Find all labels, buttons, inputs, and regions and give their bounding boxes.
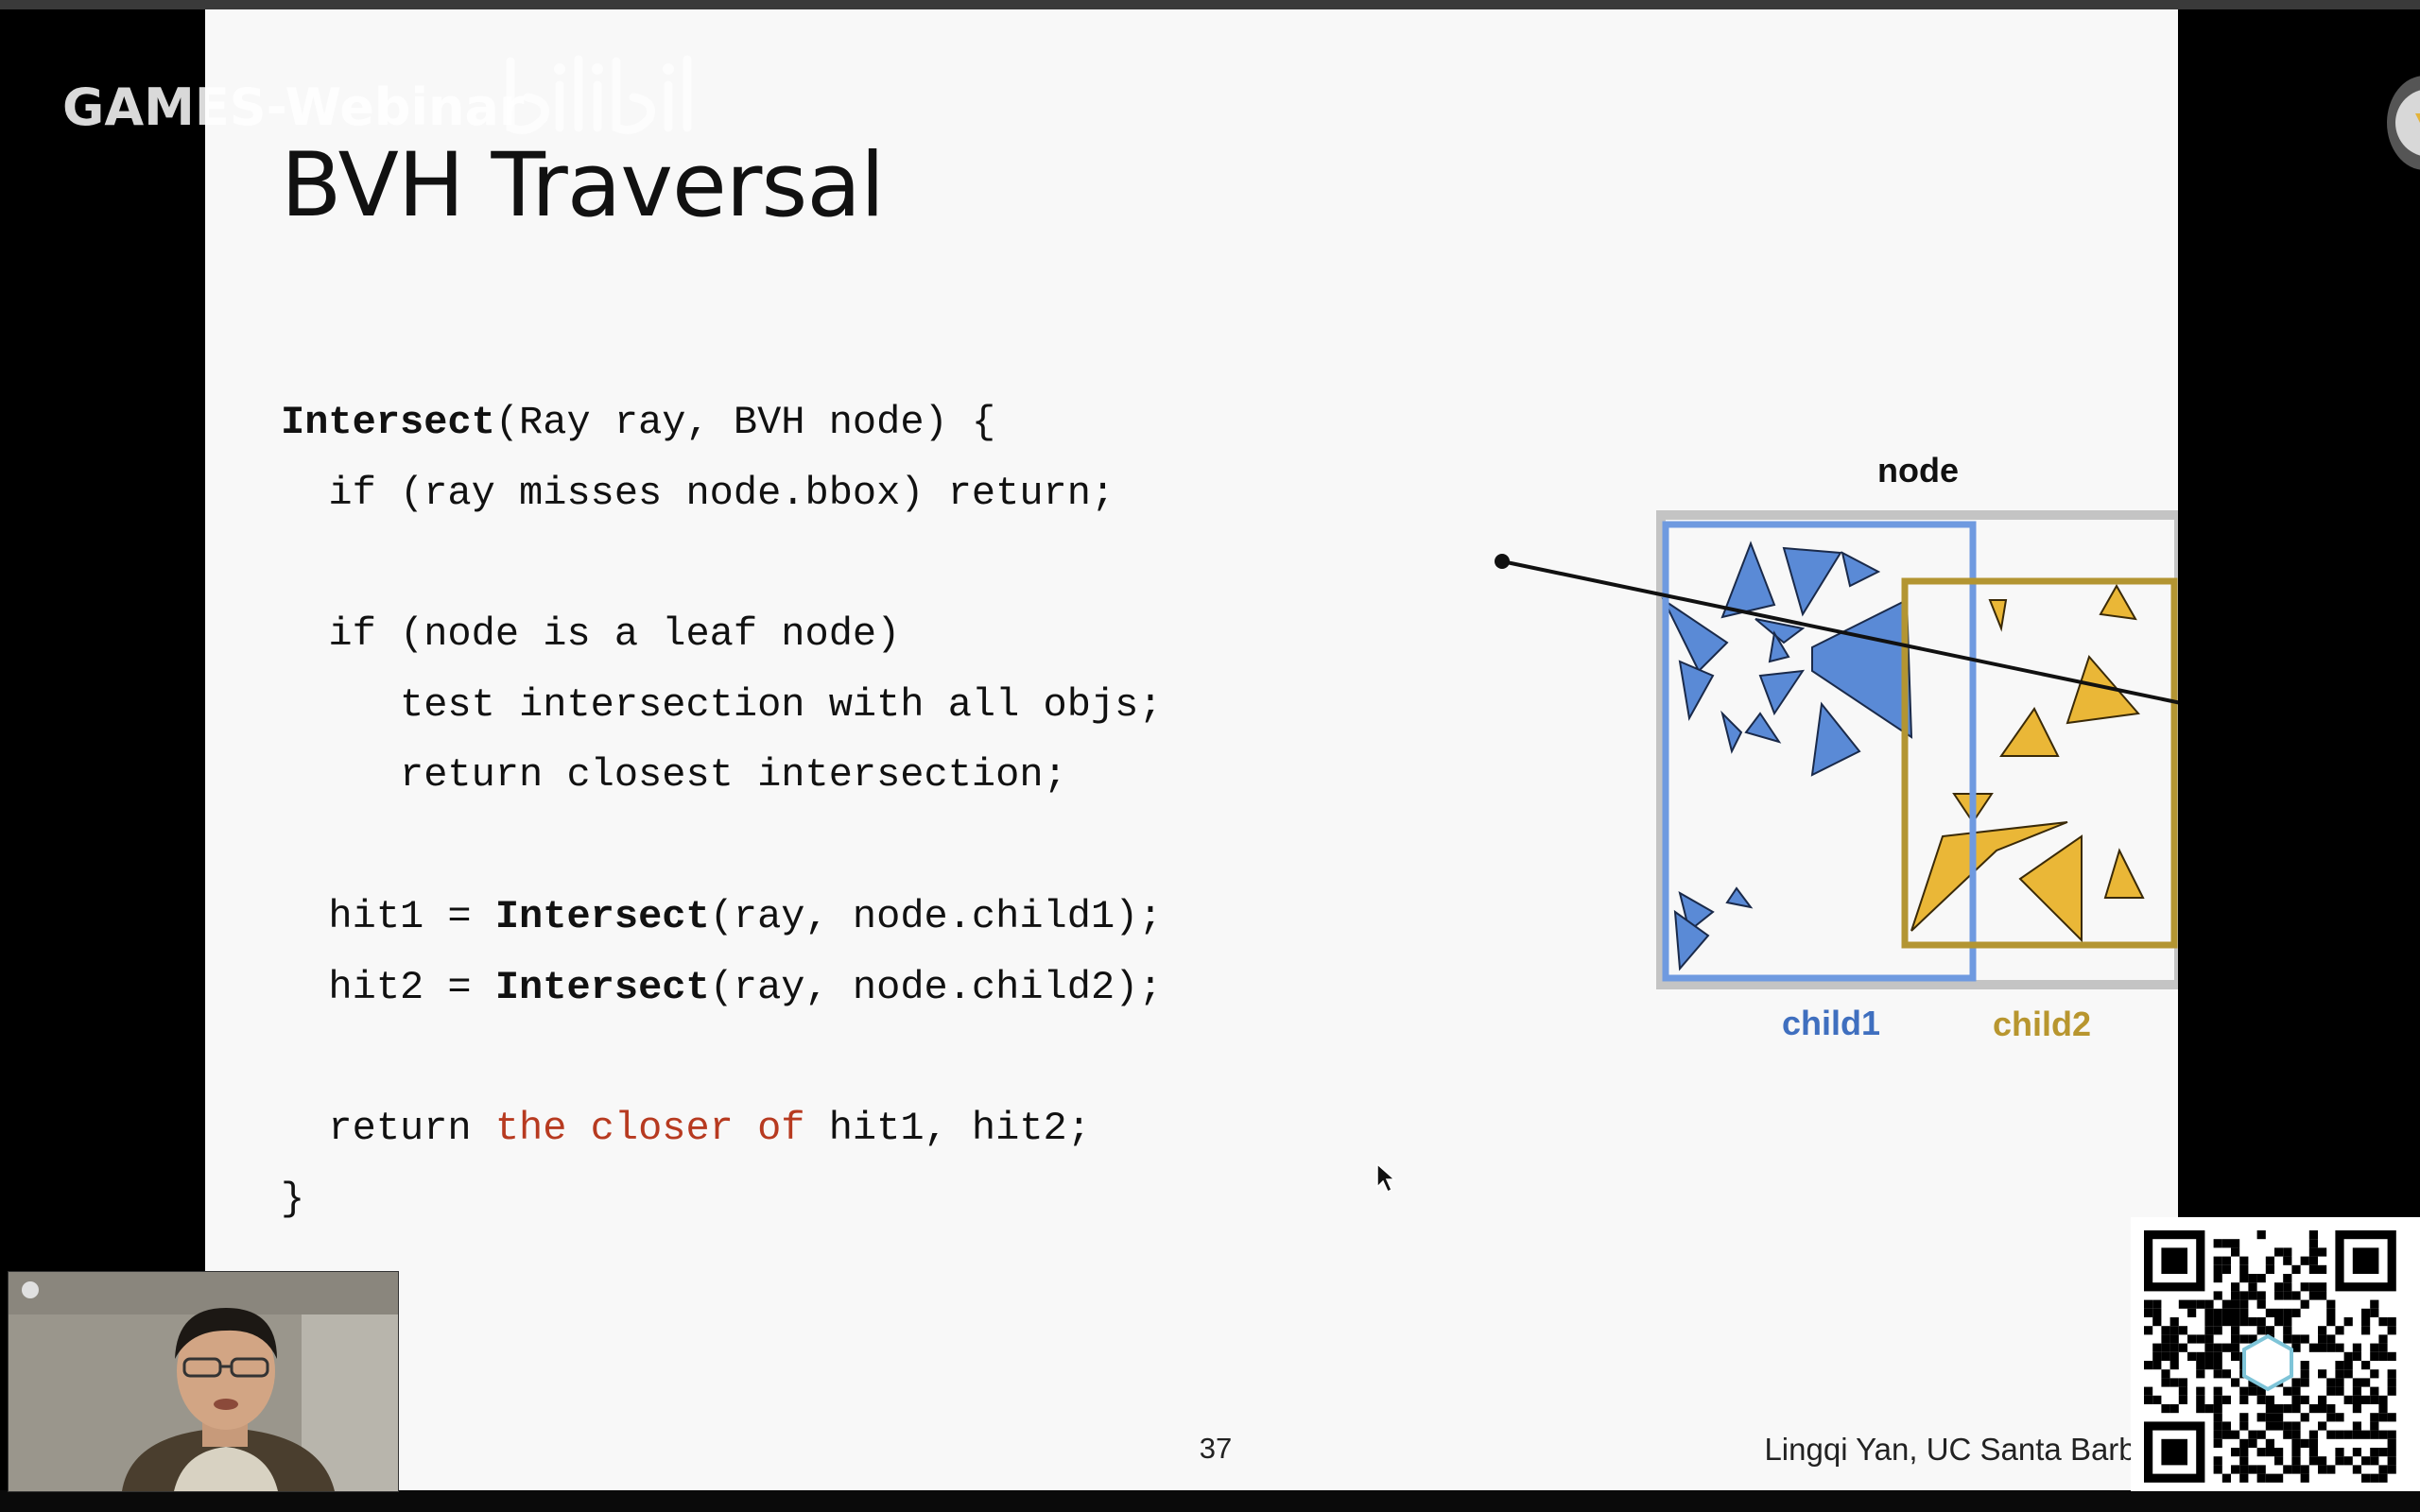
code-blank-line xyxy=(281,811,1163,882)
code-line: hit2 = Intersect(ray, node.child2); xyxy=(281,953,1163,1023)
code-text: hit1 = xyxy=(281,893,495,939)
node-bbox xyxy=(1656,510,2178,989)
author-footer: Lingqi Yan, UC Santa Barbar xyxy=(1764,1432,2164,1467)
code-block: Intersect(Ray ray, BVH node) { if (ray m… xyxy=(281,387,1163,1234)
code-highlight: the closer of xyxy=(494,1105,805,1151)
code-text: return xyxy=(281,1105,495,1151)
code-keyword: Intersect xyxy=(494,964,710,1010)
webcam-status-dot xyxy=(22,1281,39,1298)
child1-bbox xyxy=(1662,521,1977,982)
games-webinar-watermark: GAMES-Webinar xyxy=(62,77,525,137)
code-text: hit2 = xyxy=(281,964,495,1010)
qr-code-icon xyxy=(2144,1230,2396,1483)
page-number: 37 xyxy=(1199,1432,1233,1465)
code-line: return the closer of hit1, hit2; xyxy=(281,1093,1163,1164)
code-text: hit1, hit2; xyxy=(804,1105,1091,1151)
code-line: return closest intersection; xyxy=(281,752,1067,799)
code-text: (ray, node.child1); xyxy=(709,893,1163,939)
slide-title: BVH Traversal xyxy=(281,134,885,237)
top-edge-bar xyxy=(0,0,2420,9)
code-line: hit1 = Intersect(ray, node.child1); xyxy=(281,882,1163,953)
code-keyword: Intersect xyxy=(494,893,710,939)
code-line: Intersect(Ray ray, BVH node) { xyxy=(281,387,1163,458)
child1-label: child1 xyxy=(1782,1004,1880,1042)
bottom-edge-bar xyxy=(0,1490,2420,1512)
ray xyxy=(1495,554,2178,705)
qr-code xyxy=(2131,1217,2420,1491)
node-label: node xyxy=(1877,451,1959,490)
child2-label: child2 xyxy=(1993,1005,2091,1043)
presenter-video-icon xyxy=(9,1272,398,1491)
child2-triangles xyxy=(1910,583,2145,943)
code-line: } xyxy=(281,1176,305,1222)
code-blank-line xyxy=(281,1022,1163,1093)
code-keyword: Intersect xyxy=(281,400,495,445)
side-avatar-icon xyxy=(2387,76,2420,170)
code-blank-line xyxy=(281,528,1163,599)
code-text: (Ray ray, BVH node) { xyxy=(494,400,996,445)
ray-origin xyxy=(1495,554,1510,569)
avatar-icon xyxy=(2395,90,2420,156)
bvh-diagram: node xyxy=(1495,451,2178,1043)
child1-triangles xyxy=(1661,541,1913,971)
child2-bbox xyxy=(1901,577,2178,949)
mouse-cursor-icon xyxy=(1376,1162,1396,1194)
code-line: if (ray misses node.bbox) return; xyxy=(281,470,1115,516)
code-line: if (node is a leaf node) xyxy=(281,611,901,658)
code-text: (ray, node.child2); xyxy=(709,964,1163,1010)
bilibili-logo-icon xyxy=(506,55,692,134)
slide: BVH Traversal Intersect(Ray ray, BVH nod… xyxy=(205,9,2178,1490)
presenter-webcam xyxy=(8,1271,399,1492)
code-line: test intersection with all objs; xyxy=(281,681,1163,728)
